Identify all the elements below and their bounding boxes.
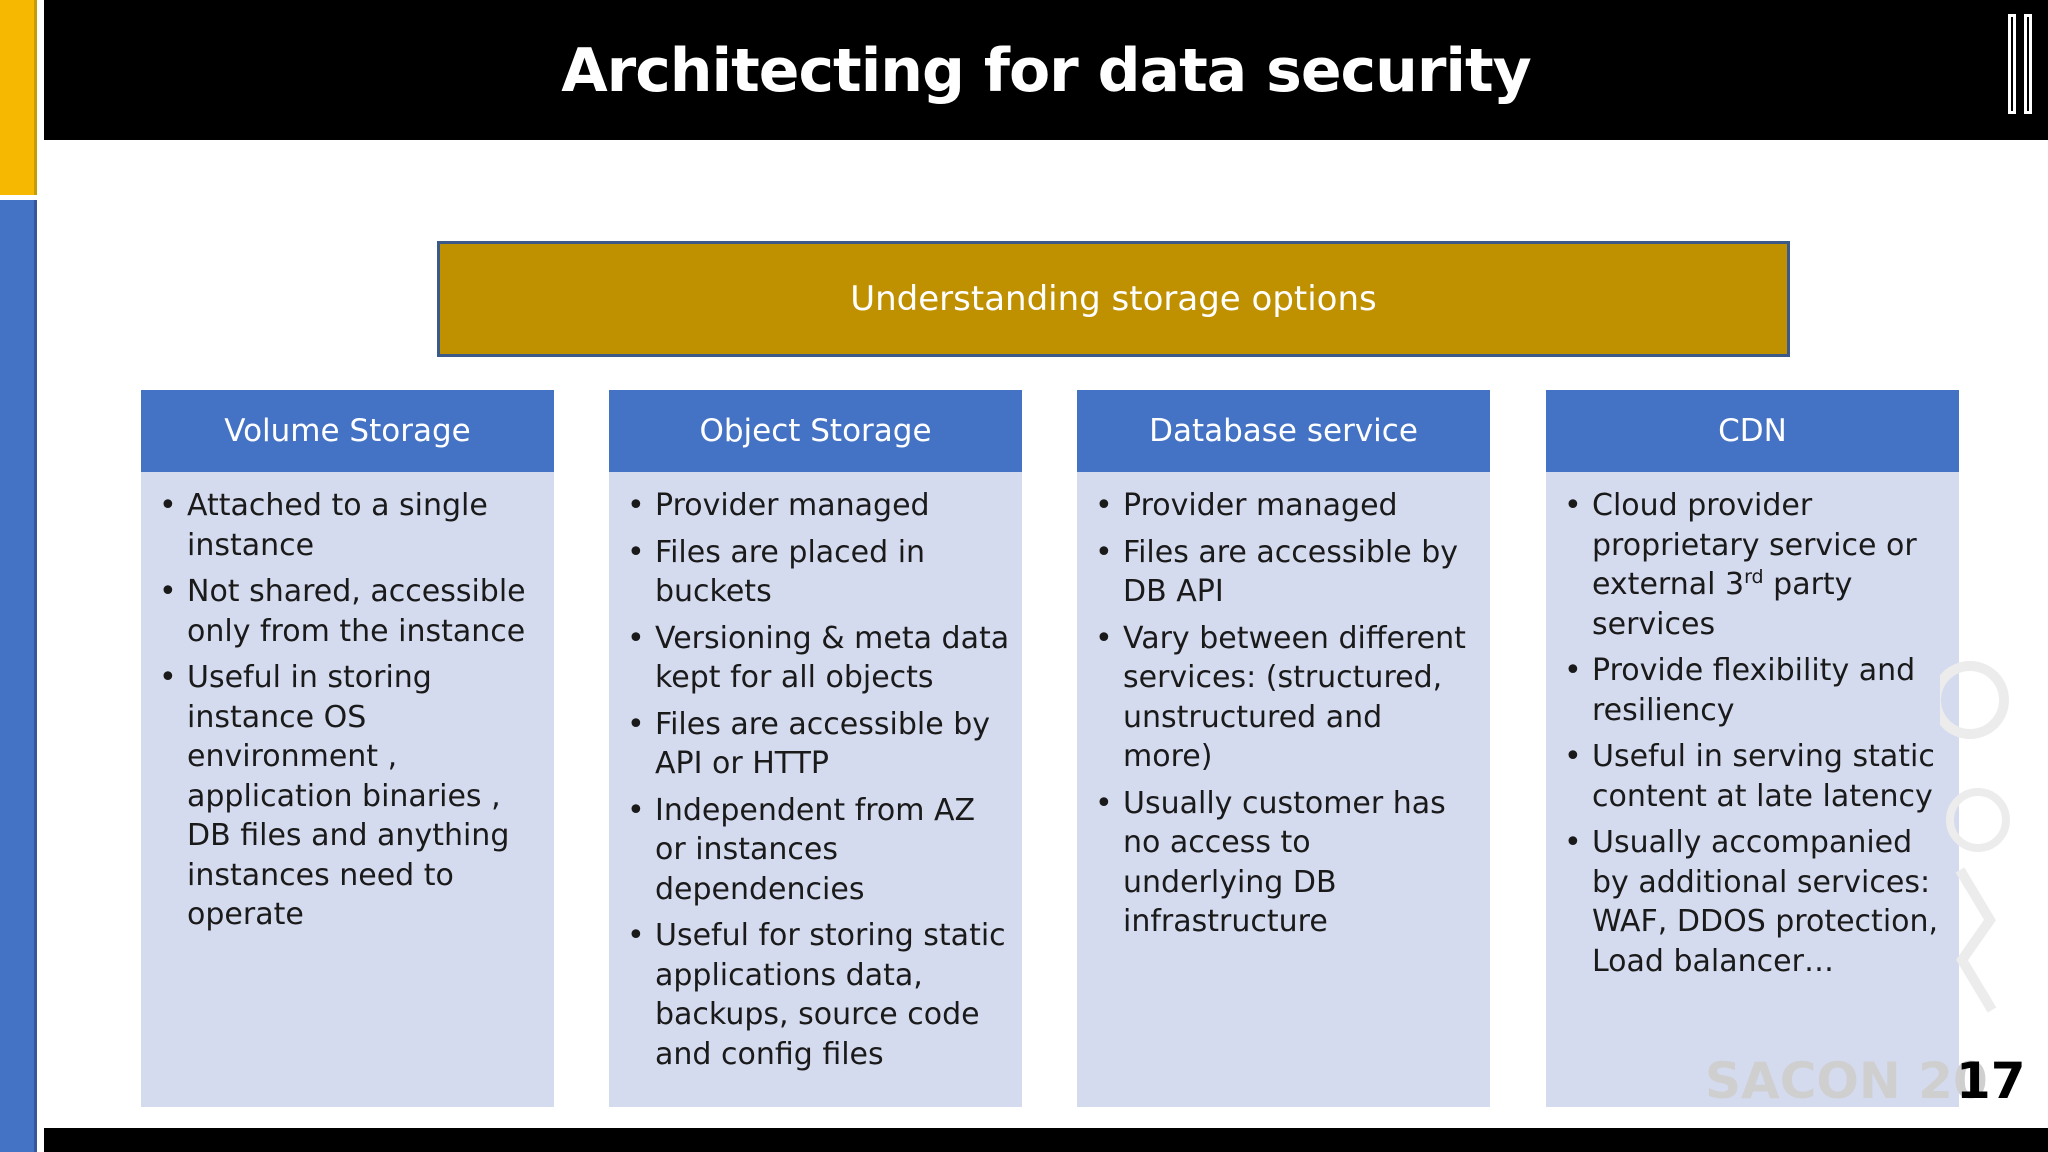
list-item: •Useful for storing static applications …	[627, 918, 1006, 1072]
microphone-watermark-icon	[1940, 661, 2010, 1013]
list-item: •Useful in serving static content at lat…	[1564, 739, 1935, 814]
list-item: •Not shared, accessible only from the in…	[159, 574, 526, 649]
list-item: •Files are accessible by API or HTTP	[627, 706, 991, 782]
list-item: •Versioning & meta data kept for all obj…	[627, 620, 1010, 696]
bullet-icon: •	[627, 488, 645, 523]
bullet-icon: •	[1564, 825, 1582, 860]
bullet-list: •Cloud provider proprietary service or e…	[1546, 472, 1959, 981]
list-item: •Usually customer has no access to under…	[1095, 785, 1446, 940]
title-band: Architecting for data security	[44, 0, 2048, 140]
bullet-icon: •	[1564, 653, 1582, 688]
bottom-band	[44, 1128, 2048, 1152]
bullet-icon: •	[159, 574, 177, 609]
double-bar-logo-icon	[2008, 14, 2040, 114]
column-cdn: CDN •Cloud provider proprietary service …	[1546, 390, 1959, 1107]
list-item: •Provider managed	[627, 486, 1010, 526]
bullet-icon: •	[627, 534, 645, 570]
list-item: •Files are accessible by DB API	[1095, 534, 1459, 610]
column-title: Object Storage	[609, 390, 1022, 472]
bullet-icon: •	[627, 620, 645, 656]
column-title: Database service	[1077, 390, 1490, 472]
list-item: •Usually accompanied by additional servi…	[1564, 825, 1939, 979]
bullet-icon: •	[1095, 785, 1113, 821]
sacon-watermark: SACON 20	[1705, 1052, 1988, 1110]
slide-title: Architecting for data security	[561, 36, 1532, 106]
list-item: •Cloud provider proprietary service or e…	[1564, 488, 1917, 642]
bullet-icon: •	[159, 660, 177, 695]
bullet-icon: •	[627, 792, 645, 828]
side-accent-yellow	[0, 0, 37, 195]
list-item: •Vary between different services: (struc…	[1095, 620, 1466, 775]
column-title: CDN	[1546, 390, 1959, 472]
page-number: 17	[1956, 1052, 2026, 1110]
column-database-service: Database service •Provider managed •File…	[1077, 390, 1490, 1107]
list-item: •Independent from AZ or instances depend…	[627, 792, 976, 907]
bullet-icon: •	[1564, 488, 1582, 523]
bullet-icon: •	[159, 488, 177, 523]
column-volume-storage: Volume Storage •Attached to a single ins…	[141, 390, 554, 1107]
list-item: •Attached to a single instance	[159, 488, 488, 563]
list-item: •Useful in storing instance OS environme…	[159, 660, 510, 932]
list-item: •Files are placed in buckets	[627, 534, 926, 610]
bullet-list: •Provider managed •Files are placed in b…	[609, 472, 1022, 1074]
bullet-list: •Provider managed •Files are accessible …	[1077, 472, 1490, 942]
bullet-icon: •	[1095, 620, 1113, 656]
bullet-icon: •	[1564, 739, 1582, 774]
bullet-icon: •	[1095, 534, 1113, 570]
list-item: •Provide flexibility and resiliency	[1564, 653, 1916, 728]
side-accent-blue	[0, 200, 37, 1152]
storage-options-header: Understanding storage options	[437, 241, 1790, 357]
bullet-icon: •	[627, 918, 645, 953]
bullet-list: •Attached to a single instance •Not shar…	[141, 472, 554, 935]
column-title: Volume Storage	[141, 390, 554, 472]
bullet-icon: •	[627, 706, 645, 742]
bullet-icon: •	[1095, 488, 1113, 523]
list-item: •Provider managed	[1095, 486, 1478, 526]
column-object-storage: Object Storage •Provider managed •Files …	[609, 390, 1022, 1107]
